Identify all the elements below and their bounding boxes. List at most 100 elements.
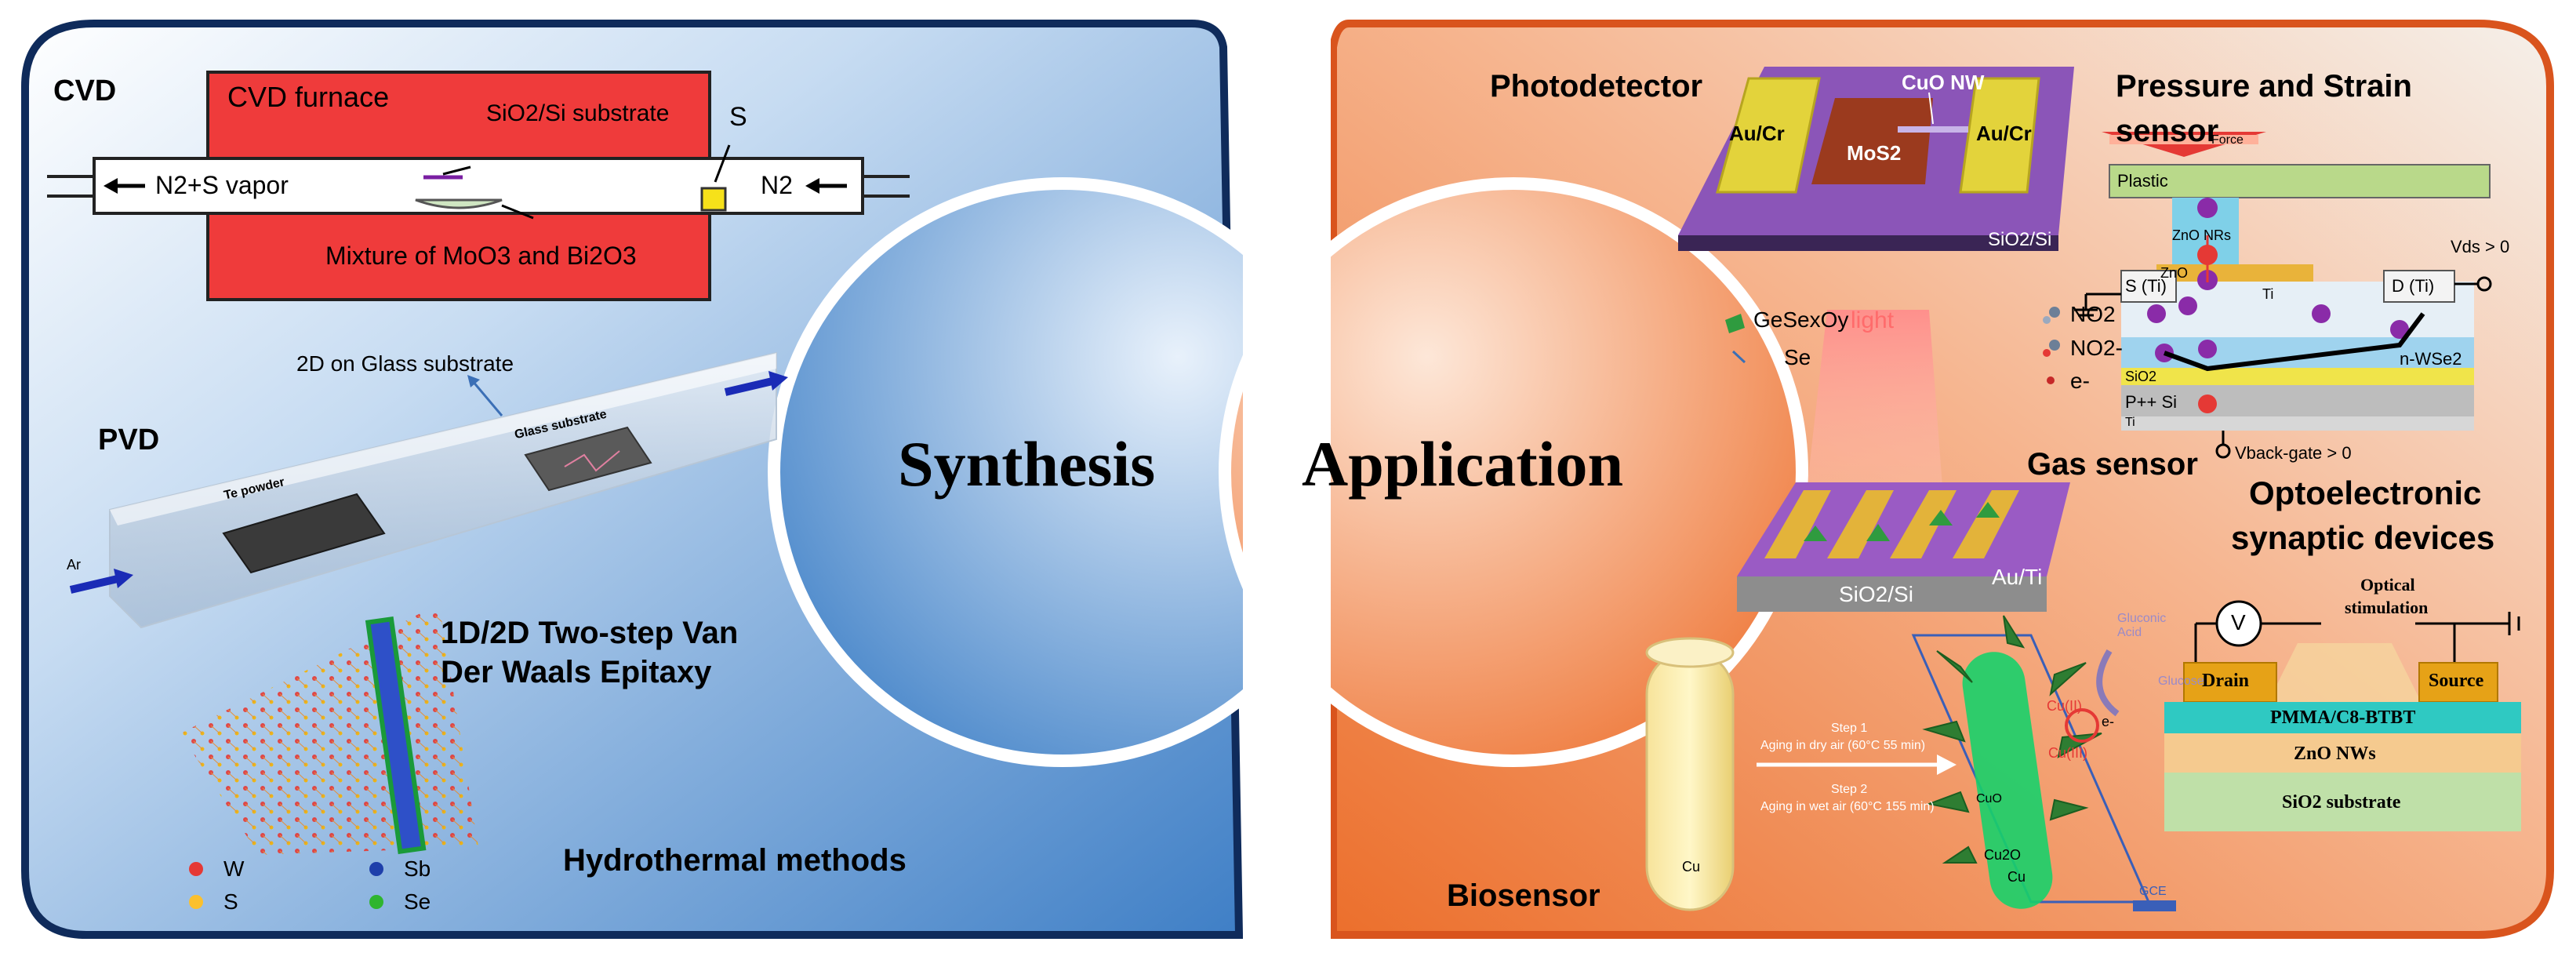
epitaxy-diagram bbox=[180, 604, 478, 855]
gas-legend-ge: GeSexOy bbox=[1753, 307, 1849, 332]
cuo-label: CuO bbox=[1976, 792, 2002, 805]
pvd-title: PVD bbox=[98, 424, 160, 456]
step1-label: Aging in dry air (60°C 55 min) bbox=[1760, 739, 1926, 752]
pd-substrate-label: SiO2/Si bbox=[1988, 229, 2052, 250]
zno-nws-label: ZnO NWs bbox=[2294, 744, 2376, 764]
biosensor-title: Biosensor bbox=[1447, 878, 1600, 913]
gas-sensor-diagram bbox=[1725, 307, 2070, 612]
pd-electrode-right bbox=[1959, 77, 2040, 194]
stimulation-label-1: Optical bbox=[2360, 575, 2415, 595]
center-divider bbox=[1243, 0, 1331, 956]
sulfur-cup bbox=[700, 187, 727, 212]
drain-label: Drain bbox=[2202, 671, 2249, 691]
pd-electrode-left-label: Au/Cr bbox=[1729, 122, 1785, 145]
oxide-layer bbox=[2121, 368, 2474, 385]
synaptic-title-1: Optoelectronic bbox=[2249, 475, 2482, 511]
pressure-sensor-diagram bbox=[2074, 132, 2492, 459]
pd-wire-label: CuO NW bbox=[1902, 71, 1985, 94]
cuo-rod bbox=[1962, 652, 2053, 909]
voltmeter-label: V bbox=[2231, 610, 2246, 635]
force-label: Force bbox=[2211, 133, 2244, 147]
cvd-sulfur-label: S bbox=[729, 102, 747, 132]
legend-dot-W bbox=[189, 862, 203, 876]
ar-arrow bbox=[69, 575, 119, 594]
pmma-label: PMMA/C8-BTBT bbox=[2270, 707, 2416, 728]
vbg-label: Vback-gate > 0 bbox=[2235, 443, 2352, 463]
legend-ge-shape bbox=[1725, 314, 1745, 333]
pvd-product-label: 2D on Glass substrate bbox=[296, 351, 514, 376]
nanowire bbox=[365, 616, 427, 855]
wse2-label: n-WSe2 bbox=[2400, 349, 2462, 369]
step2-label: Aging in wet air (60°C 155 min) bbox=[1760, 800, 1935, 813]
cu2o-label: Cu2O bbox=[1984, 847, 2022, 863]
zno-layer bbox=[2156, 264, 2313, 282]
zno-nws-layer bbox=[2164, 733, 2521, 773]
bio-electron-label: e- bbox=[2102, 714, 2115, 729]
glucose-label: Glucose bbox=[2158, 675, 2204, 688]
legend-dot-Se bbox=[369, 895, 383, 909]
cvd-title: CVD bbox=[53, 75, 117, 107]
boat bbox=[415, 198, 503, 209]
pvd-tube-highlight bbox=[110, 353, 776, 525]
legend-label-W: W bbox=[223, 856, 245, 881]
source-contact bbox=[2120, 270, 2177, 303]
out-arrow bbox=[724, 377, 774, 396]
glass-substrate bbox=[524, 426, 652, 492]
legend-dot-S bbox=[189, 895, 203, 909]
pd-electrode-right-label: Au/Cr bbox=[1976, 122, 2032, 145]
gas-title: Gas sensor bbox=[2027, 447, 2198, 482]
ti-bottom-label: Ti bbox=[2125, 416, 2135, 429]
legend-label-Sb: Sb bbox=[404, 856, 431, 881]
electron-1 bbox=[2197, 198, 2218, 218]
application-title: Application bbox=[1302, 428, 1624, 500]
no2-label: NO2 bbox=[2070, 302, 2116, 326]
application-disk bbox=[1219, 177, 1808, 767]
photodetector-title: Photodetector bbox=[1490, 69, 1703, 104]
sio2-layer bbox=[2164, 773, 2521, 831]
step1-title: Step 1 bbox=[1831, 722, 1868, 735]
biosensor-diagram bbox=[1645, 615, 2176, 911]
drain-contact bbox=[2383, 270, 2455, 303]
photodetector-diagram bbox=[1678, 67, 2074, 251]
product-arrow bbox=[471, 380, 503, 416]
zno-label: ZnO bbox=[2160, 265, 2189, 281]
cvd-mixture-label: Mixture of MoO3 and Bi2O3 bbox=[325, 242, 637, 270]
step2-title: Step 2 bbox=[1831, 783, 1868, 796]
cvd-diagram bbox=[47, 71, 910, 301]
te-boat bbox=[222, 493, 386, 574]
stimulation-label-2: stimulation bbox=[2345, 598, 2429, 617]
legend-dot-Sb bbox=[369, 862, 383, 876]
pvd-diagram bbox=[69, 351, 788, 629]
acid-label: Gluconic Acid bbox=[2117, 612, 2167, 639]
cu3-label: Cu(III) bbox=[2048, 745, 2088, 761]
optical-beam bbox=[2266, 643, 2423, 706]
ti-label: Ti bbox=[2262, 286, 2274, 302]
light-cone bbox=[1804, 310, 1945, 518]
cu-rod-label: Cu bbox=[1682, 859, 1701, 875]
drain-ti-label: D (Ti) bbox=[2392, 276, 2435, 296]
cvd-outlet-label: N2+S vapor bbox=[155, 171, 289, 199]
electron-label: e- bbox=[2070, 369, 2090, 393]
gce-label: GCE bbox=[2139, 885, 2167, 898]
source-ti-label: S (Ti) bbox=[2125, 276, 2167, 296]
pressure-title-1: Pressure and Strain bbox=[2116, 69, 2412, 104]
element-legend bbox=[189, 862, 383, 909]
pressure-title-2: sensor bbox=[2116, 114, 2219, 148]
pd-mos2 bbox=[1811, 98, 1933, 184]
cvd-furnace-bottom bbox=[206, 212, 711, 301]
cvd-substrate-label: SiO2/Si substrate bbox=[486, 100, 670, 126]
synthesis-title: Synthesis bbox=[898, 428, 1156, 500]
cvd-furnace-top bbox=[206, 71, 711, 160]
synaptic-diagram bbox=[2164, 600, 2521, 831]
gce-pad bbox=[2133, 900, 2176, 911]
cvd-furnace-label: CVD furnace bbox=[227, 81, 390, 113]
cu-core-label: Cu bbox=[2007, 869, 2026, 885]
pd-channel-label: MoS2 bbox=[1847, 141, 1902, 165]
nrs-label: ZnO NRs bbox=[2172, 227, 2232, 243]
cvd-inlet-label: N2 bbox=[761, 171, 793, 199]
source-label: Source bbox=[2429, 671, 2484, 691]
no2-ion-label: NO2- bbox=[2070, 336, 2123, 360]
gate-layer bbox=[2121, 385, 2474, 416]
